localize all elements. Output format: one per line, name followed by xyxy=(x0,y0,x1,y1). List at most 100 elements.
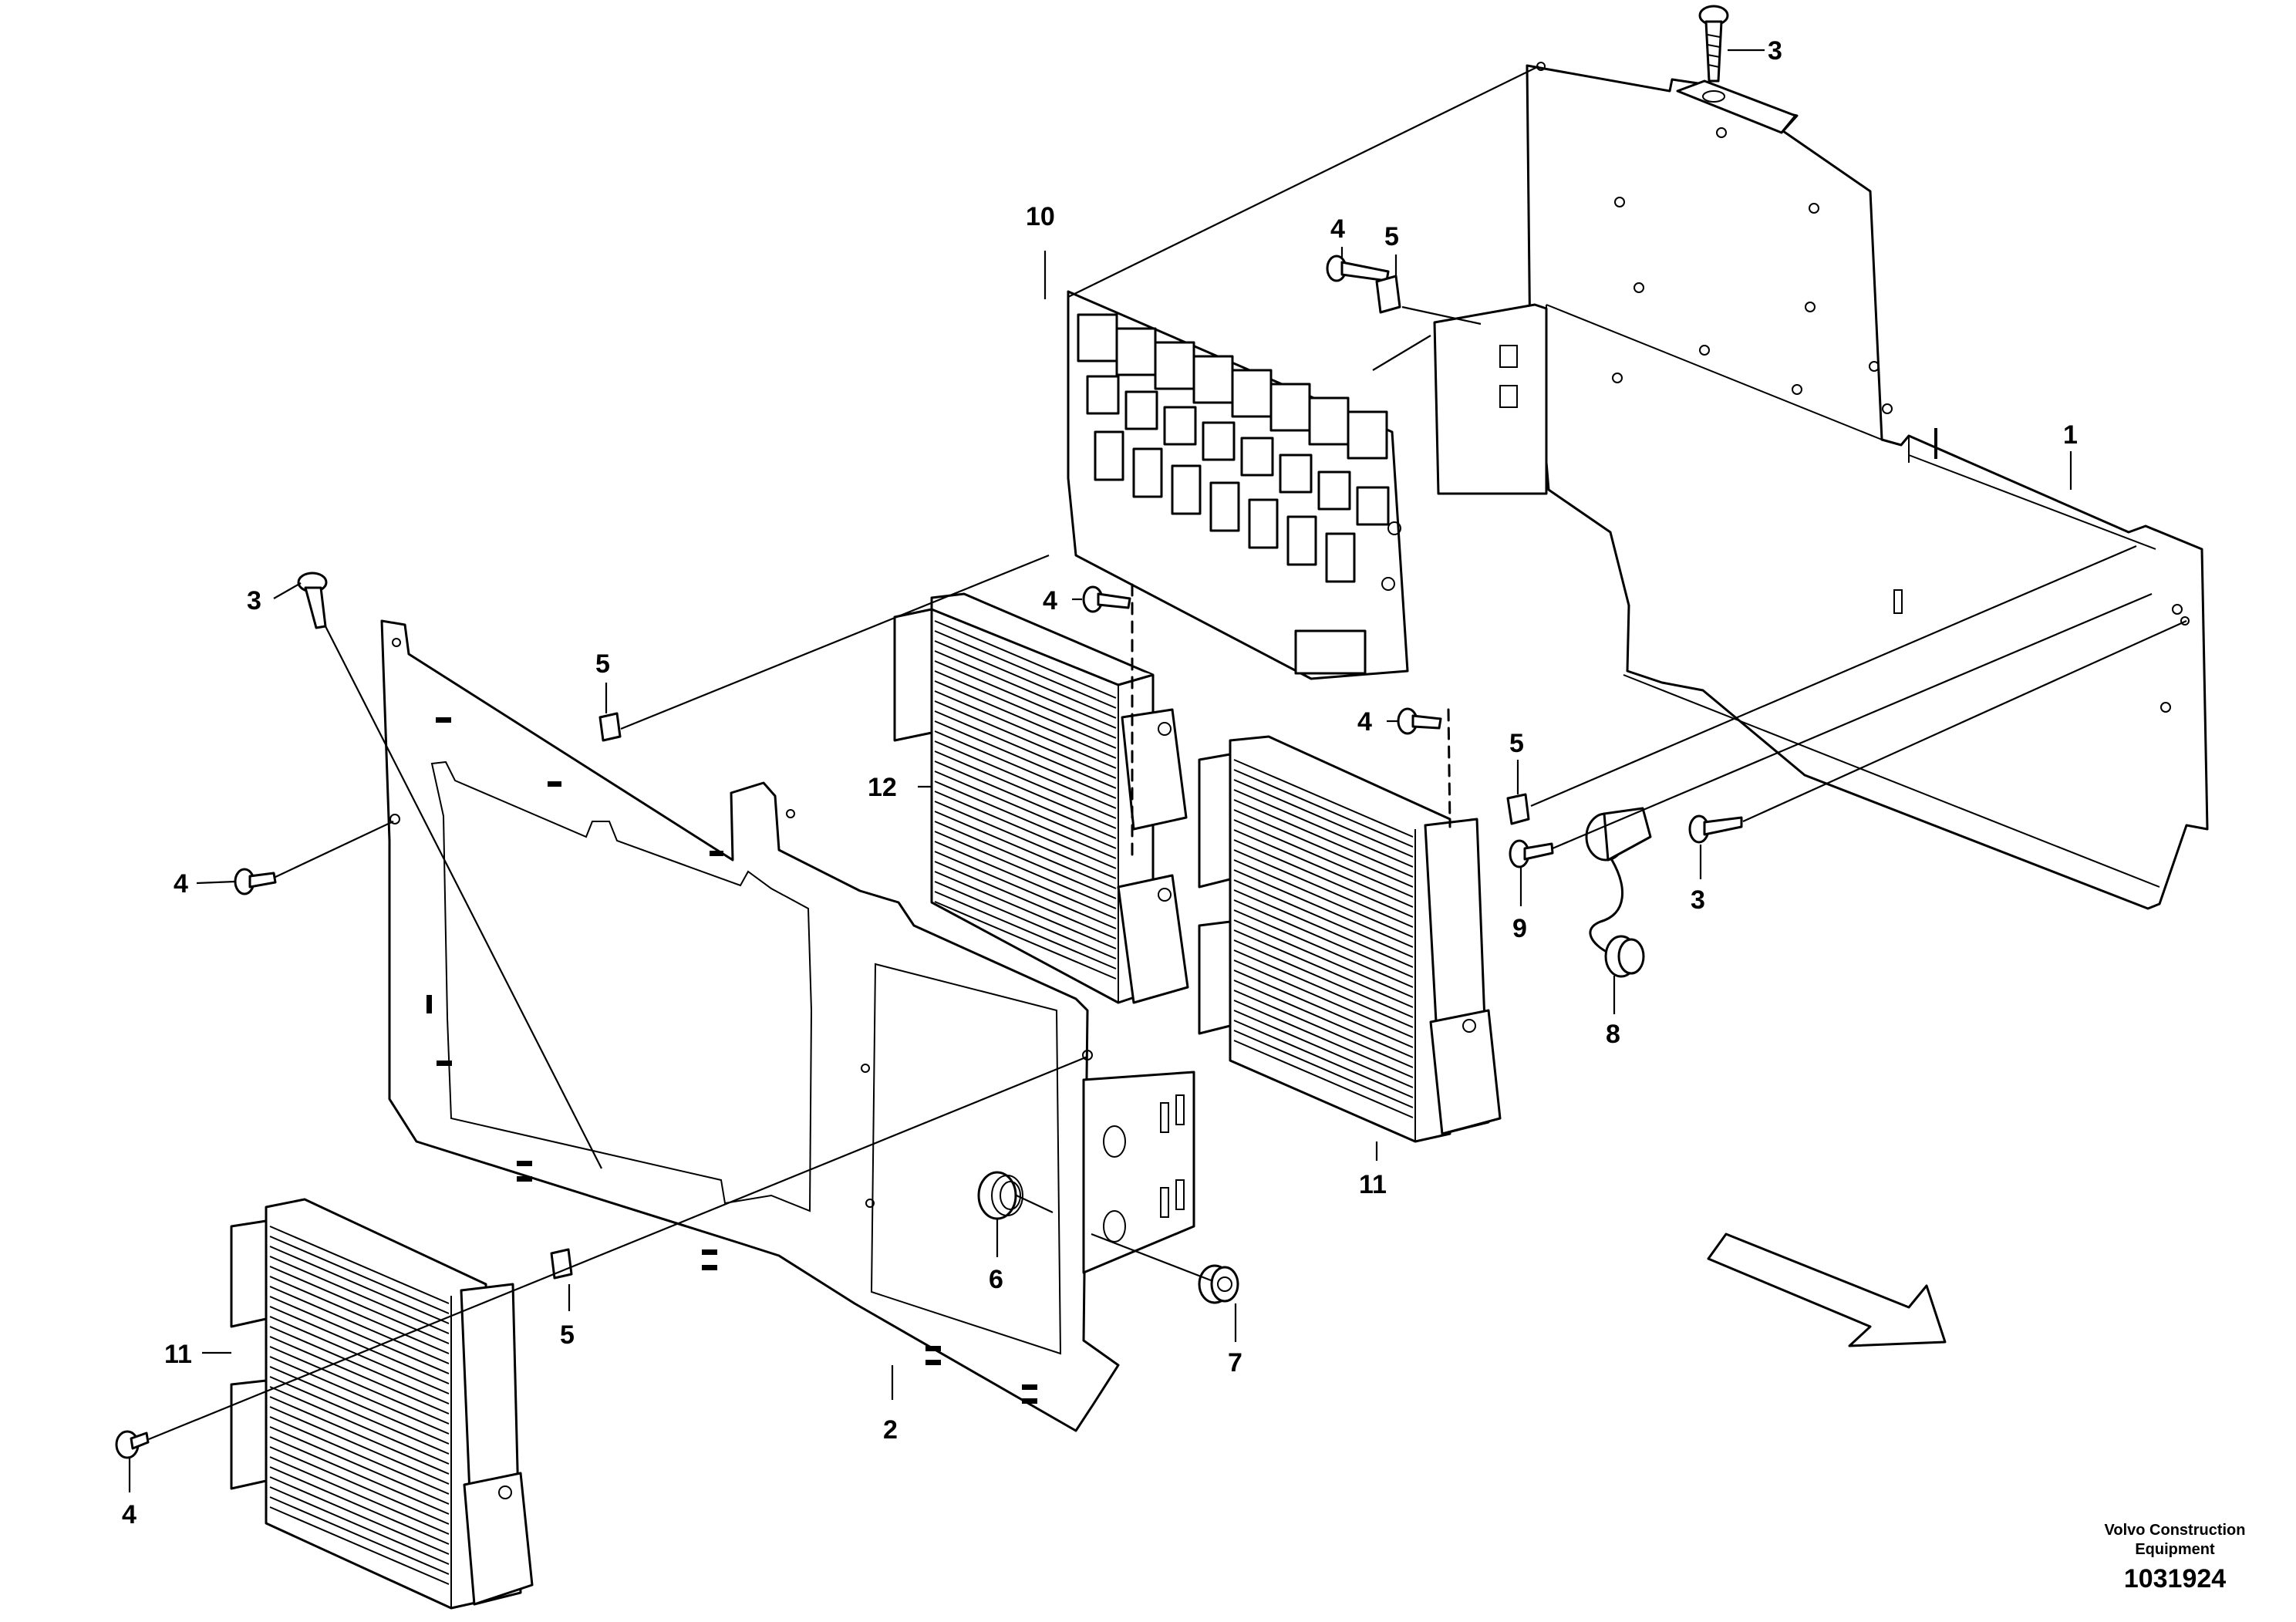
cooling-fin xyxy=(1233,869,1414,948)
cooling-fin xyxy=(1233,1030,1414,1108)
cooling-fin xyxy=(269,1386,450,1465)
cooling-fin xyxy=(934,851,1117,929)
screw-4-bottom xyxy=(115,1430,150,1459)
cooling-fin xyxy=(269,1296,450,1374)
cooling-fin xyxy=(934,881,1117,959)
cooling-fin xyxy=(269,1236,450,1314)
cooling-fin xyxy=(269,1326,450,1404)
callout-11-left: 11 xyxy=(164,1340,192,1369)
callout-3-right: 3 xyxy=(1691,885,1705,915)
cooling-fin xyxy=(934,650,1117,729)
cooling-fin xyxy=(934,760,1117,839)
cooling-fin xyxy=(934,620,1117,699)
cooling-fin xyxy=(1233,829,1414,908)
part-12-control-unit xyxy=(893,592,1189,1004)
cooling-fin xyxy=(934,781,1117,859)
cooling-fin xyxy=(269,1276,450,1354)
drawing-number: 1031924 xyxy=(2124,1564,2226,1593)
assembly-lines xyxy=(128,49,2187,1492)
cooling-fin xyxy=(1233,809,1414,888)
cooling-fin xyxy=(934,720,1117,799)
cooling-fin xyxy=(1233,839,1414,918)
cooling-fin xyxy=(1233,1020,1414,1098)
cooling-fin xyxy=(269,1266,450,1344)
cooling-fin xyxy=(934,690,1117,769)
direction-arrow-icon xyxy=(1707,1233,1947,1347)
cooling-fin xyxy=(934,841,1117,919)
cooling-fin xyxy=(269,1446,450,1525)
cooling-fin xyxy=(934,630,1117,709)
screw-4-right xyxy=(1397,707,1442,735)
callout-5-right: 5 xyxy=(1509,729,1524,758)
callout-11-right: 11 xyxy=(1359,1170,1387,1199)
part-1-mounting-bracket xyxy=(1433,62,2209,910)
screw-4-mid xyxy=(1082,585,1131,613)
cooling-fin xyxy=(1233,849,1414,928)
cooling-fin xyxy=(269,1226,450,1304)
cooling-fin xyxy=(1233,899,1414,978)
screw-3-top xyxy=(1698,5,1729,83)
callout-4-mid: 4 xyxy=(1043,586,1057,615)
unit-12-fins xyxy=(934,620,1117,980)
cooling-fin xyxy=(1233,889,1414,968)
cooling-fin xyxy=(1233,1040,1414,1118)
callout-5-bottom: 5 xyxy=(560,1320,575,1350)
callout-1: 1 xyxy=(2063,420,2078,450)
cooling-fin xyxy=(269,1366,450,1445)
cooling-fin xyxy=(934,740,1117,819)
cooling-fin xyxy=(934,891,1117,969)
callout-4-right: 4 xyxy=(1357,707,1372,737)
relay-blocks xyxy=(1077,313,1390,583)
cooling-fin xyxy=(934,861,1117,939)
cooling-fin xyxy=(934,670,1117,749)
cooling-fin xyxy=(1233,769,1414,848)
cooling-fin xyxy=(269,1476,450,1555)
cooling-fin xyxy=(269,1396,450,1475)
cooling-fin xyxy=(269,1426,450,1505)
bracket-2-slots xyxy=(426,717,1037,1404)
cooling-fin xyxy=(934,791,1117,869)
clip-5-bottom xyxy=(550,1248,573,1280)
bracket-holes xyxy=(1536,62,2190,713)
cooling-fin xyxy=(1233,949,1414,1028)
cooling-fin xyxy=(934,660,1117,739)
callout-7: 7 xyxy=(1228,1348,1242,1378)
cooling-fin xyxy=(1233,919,1414,998)
part-6-grommet xyxy=(977,1171,1023,1220)
drawing-footer: Volvo Construction Equipment 1031924 xyxy=(2105,1522,2246,1593)
cooling-fin xyxy=(269,1376,450,1455)
cooling-fin xyxy=(1233,959,1414,1038)
cooling-fin xyxy=(934,700,1117,779)
cooling-fin xyxy=(934,811,1117,889)
cooling-fin xyxy=(269,1436,450,1515)
cooling-fin xyxy=(934,831,1117,909)
company-name-line1: Volvo Construction xyxy=(2105,1522,2246,1539)
cooling-fin xyxy=(269,1316,450,1394)
callout-5-left: 5 xyxy=(595,649,610,679)
cooling-fin xyxy=(1233,969,1414,1048)
cooling-fin xyxy=(934,821,1117,899)
callout-3-left: 3 xyxy=(247,586,261,615)
cooling-fin xyxy=(269,1406,450,1485)
cooling-fin xyxy=(1233,990,1414,1068)
cooling-fin xyxy=(934,640,1117,719)
callout-labels: 1 2 3 3 3 4 4 4 4 4 5 5 5 5 6 7 8 9 10 1… xyxy=(122,36,2078,1529)
company-name-line2: Equipment xyxy=(2135,1541,2215,1558)
screw-3-right xyxy=(1688,814,1743,844)
cooling-fin xyxy=(1233,939,1414,1018)
cooling-fin xyxy=(269,1306,450,1384)
cooling-fin xyxy=(269,1486,450,1565)
cooling-fin xyxy=(269,1256,450,1334)
cooling-fin xyxy=(1233,1010,1414,1088)
cooling-fin xyxy=(1233,789,1414,868)
cooling-fin xyxy=(269,1286,450,1364)
cooling-fin xyxy=(1233,879,1414,958)
part-10-relay-board xyxy=(1067,290,1409,680)
clip-5-top xyxy=(1375,275,1401,314)
cooling-fin xyxy=(269,1456,450,1535)
cooling-fin xyxy=(1233,980,1414,1058)
cooling-fin xyxy=(934,710,1117,789)
cooling-fin xyxy=(934,901,1117,980)
cooling-fin xyxy=(269,1506,450,1585)
